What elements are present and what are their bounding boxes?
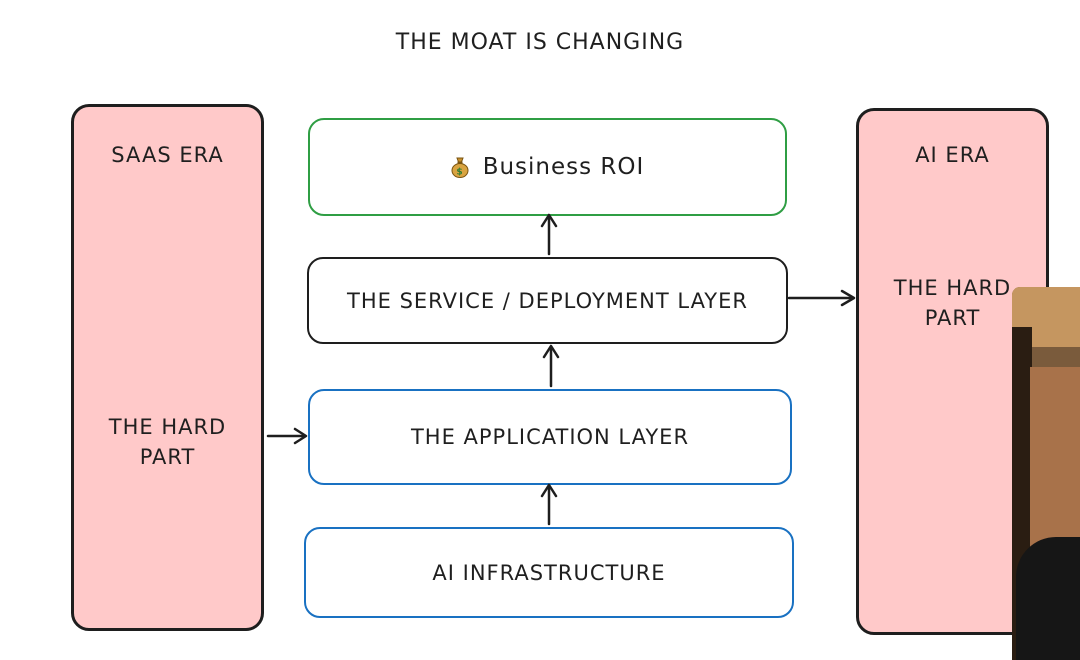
service-layer-box: THE SERVICE / DEPLOYMENT LAYER	[307, 257, 788, 344]
ai-era-title: AI ERA	[915, 143, 990, 167]
ai-infrastructure-label: AI INFRASTRUCTURE	[432, 560, 666, 585]
ai-hard-part-line1: THE HARD	[893, 276, 1012, 300]
ai-hard-part-label: THE HARD PART	[859, 273, 1046, 333]
arrow-service-to-ai-era	[787, 289, 856, 307]
ai-infrastructure-box: AI INFRASTRUCTURE	[304, 527, 794, 618]
business-roi-label: Business ROI	[482, 154, 645, 180]
business-roi-box: $ Business ROI	[308, 118, 787, 216]
presenter-silhouette	[1016, 537, 1080, 660]
saas-hard-part-label: THE HARD PART	[74, 412, 261, 472]
saas-era-panel: SAAS ERA THE HARD PART	[71, 104, 264, 631]
saas-hard-part-line2: PART	[139, 445, 196, 469]
arrow-infrastructure-to-application	[540, 483, 558, 526]
arrow-service-to-roi	[540, 213, 558, 256]
saas-era-title: SAAS ERA	[111, 143, 224, 167]
arrow-application-to-service	[542, 344, 560, 388]
ai-hard-part-line2: PART	[924, 306, 981, 330]
arrow-saas-to-application	[266, 427, 308, 445]
svg-text:$: $	[456, 168, 463, 178]
application-layer-label: THE APPLICATION LAYER	[410, 425, 690, 449]
webcam-overlay	[1012, 287, 1080, 660]
diagram-title: THE MOAT IS CHANGING	[395, 30, 685, 55]
money-bag-icon: $	[451, 157, 469, 178]
application-layer-box: THE APPLICATION LAYER	[308, 389, 792, 485]
saas-hard-part-line1: THE HARD	[108, 415, 227, 439]
service-layer-label: THE SERVICE / DEPLOYMENT LAYER	[347, 288, 748, 313]
